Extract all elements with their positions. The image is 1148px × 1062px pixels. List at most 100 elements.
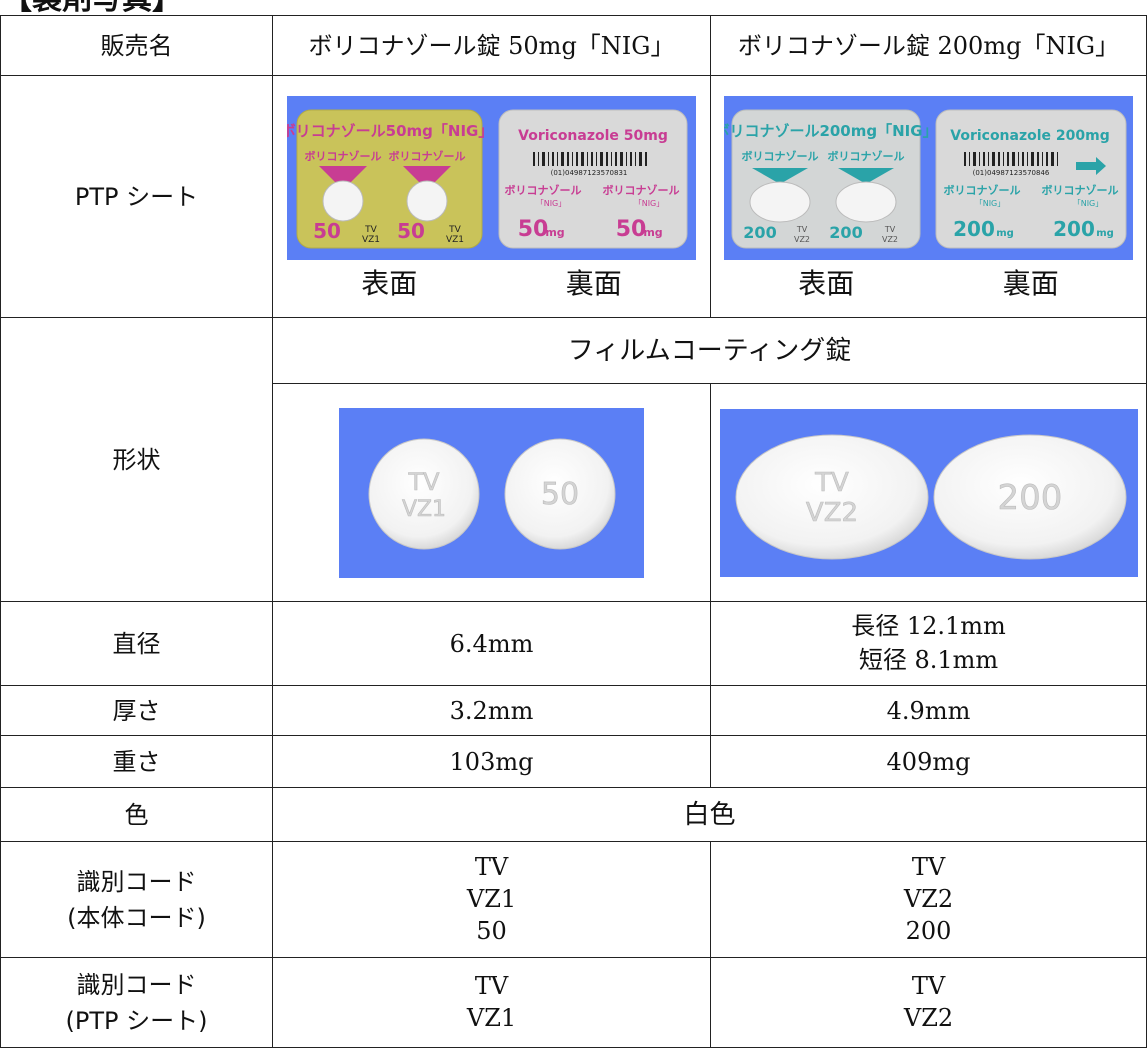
row-weight: 重さ 103mg 409mg: [0, 735, 1147, 788]
barcode-number: (01)04987123570831: [551, 169, 628, 177]
code-line: TV: [911, 971, 946, 1000]
thickness-50: 3.2mm: [272, 685, 711, 736]
ptp-code-vz: VZ1: [446, 235, 464, 245]
label-weight: 重さ: [0, 735, 273, 788]
code-ptp-200: TV VZ2: [710, 957, 1147, 1048]
thickness-200: 4.9mm: [710, 685, 1147, 736]
ptp-front-caption: 表面: [798, 266, 855, 300]
label-ptp-sheet: PTP シート: [0, 75, 273, 318]
ptp-drug-name: ボリコナゾール: [1042, 183, 1119, 197]
label-code-body-line2: (本体コード): [67, 903, 206, 932]
ptp-dose: 50: [518, 217, 549, 242]
ptp-code-vz: VZ2: [882, 235, 898, 244]
code-line: VZ1: [466, 1003, 517, 1032]
ptp-back-name: Voriconazole 200mg: [950, 128, 1110, 144]
barcode-number: (01)04987123570846: [973, 169, 1050, 177]
row-ptp-sheet: PTP シート ボリコナゾール50mg「NIG」 ボリコナゾール ボリコナゾール…: [0, 75, 1147, 318]
barcode-icon: [964, 151, 1058, 166]
tablet-photo-200: TV VZ2 200: [719, 408, 1138, 577]
ptp-drug-name: ボリコナゾール: [305, 149, 382, 163]
tablet-photo-50: TV VZ1 50: [339, 407, 644, 578]
code-line: TV: [474, 971, 509, 1000]
ptp-back-caption: 裏面: [1002, 266, 1059, 300]
ptp-unit: mg: [643, 226, 662, 239]
code-line: 200: [905, 916, 952, 945]
ptp-cell-200: ボリコナゾール200mg「NIG」 ボリコナゾール ボリコナゾール 200 20…: [710, 75, 1147, 318]
color-value: 白色: [272, 787, 1147, 842]
ptp-drug-name: ボリコナゾール: [742, 149, 819, 163]
shape-type: フィルムコーティング錠: [272, 317, 1147, 384]
code-line: TV: [474, 852, 509, 881]
tablet-imprint-back: 50: [541, 477, 579, 512]
tablet-imprint-line2: VZ2: [805, 498, 857, 528]
tablet-photo-cell-50: TV VZ1 50: [272, 383, 711, 602]
label-code-ptp-line1: 識別コード: [76, 970, 197, 999]
weight-50: 103mg: [272, 735, 711, 788]
product-name-50: ボリコナゾール錠 50mg「NIG」: [272, 15, 711, 76]
diameter-50: 6.4mm: [272, 601, 711, 686]
ptp-cell-50: ボリコナゾール50mg「NIG」 ボリコナゾール ボリコナゾール 50 50 T…: [272, 75, 711, 318]
weight-200: 409mg: [710, 735, 1147, 788]
ptp-unit: mg: [545, 226, 564, 239]
ptp-unit: mg: [996, 228, 1014, 239]
tablet-imprint-line2: VZ1: [402, 497, 446, 522]
ptp-nig: 「NIG」: [975, 199, 1006, 208]
ptp-dose: 50: [616, 217, 647, 242]
diameter-short: 短径 8.1mm: [858, 646, 999, 674]
row-diameter: 直径 6.4mm 長径 12.1mm 短径 8.1mm: [0, 601, 1147, 686]
ptp-photo-200: ボリコナゾール200mg「NIG」 ボリコナゾール ボリコナゾール 200 20…: [724, 95, 1133, 260]
ptp-unit: mg: [1096, 228, 1114, 239]
label-code-body-line1: 識別コード: [76, 867, 197, 896]
ptp-code-vz: VZ1: [362, 235, 380, 245]
ptp-code-tv: TV: [796, 225, 808, 234]
page-heading: 【製剤写真】: [2, 0, 182, 13]
product-name-200: ボリコナゾール錠 200mg「NIG」: [710, 15, 1147, 76]
ptp-dose: 200: [953, 217, 995, 241]
label-thickness: 厚さ: [0, 685, 273, 736]
code-body-50: TV VZ1 50: [272, 841, 711, 958]
ptp-back-name: Voriconazole 50mg: [518, 128, 668, 144]
label-code-ptp: 識別コード (PTP シート): [0, 957, 273, 1048]
tablet-imprint-line1: TV: [814, 468, 849, 498]
ptp-dose: 50: [397, 219, 425, 243]
ptp-photo-50: ボリコナゾール50mg「NIG」 ボリコナゾール ボリコナゾール 50 50 T…: [287, 95, 696, 260]
ptp-code-tv: TV: [364, 225, 377, 235]
tablet-imprint-line1: TV: [407, 468, 440, 496]
ptp-dose: 200: [743, 223, 776, 242]
product-spec-table: 販売名 ボリコナゾール錠 50mg「NIG」 ボリコナゾール錠 200mg「NI…: [0, 15, 1147, 1048]
ptp-dose: 200: [829, 223, 862, 242]
ptp-dose: 200: [1053, 217, 1095, 241]
label-product-name: 販売名: [0, 15, 273, 76]
label-shape: 形状: [0, 317, 273, 602]
label-code-body: 識別コード (本体コード): [0, 841, 273, 958]
ptp-back-caption: 裏面: [565, 266, 622, 300]
ptp-code-tv: TV: [884, 225, 896, 234]
code-ptp-50: TV VZ1: [272, 957, 711, 1048]
label-color: 色: [0, 787, 273, 842]
code-body-200: TV VZ2 200: [710, 841, 1147, 958]
ptp-drug-name: ボリコナゾール: [944, 183, 1021, 197]
ptp-drug-name: ボリコナゾール: [389, 149, 466, 163]
code-line: VZ2: [903, 884, 954, 913]
tablet-imprint-back: 200: [997, 478, 1062, 518]
ptp-nig: 「NIG」: [634, 199, 665, 208]
ptp-drug-name: ボリコナゾール: [505, 183, 582, 197]
barcode-icon: [533, 151, 647, 166]
ptp-front-caption: 表面: [361, 266, 418, 300]
row-shape-type: 形状 フィルムコーティング錠: [0, 317, 1147, 602]
label-code-ptp-line2: (PTP シート): [65, 1006, 208, 1035]
label-diameter: 直径: [0, 601, 273, 686]
diameter-long: 長径 12.1mm: [851, 612, 1006, 640]
ptp-front-name: ボリコナゾール200mg「NIG」: [724, 122, 938, 140]
row-code-body: 識別コード (本体コード) TV VZ1 50 TV VZ2 200: [0, 841, 1147, 958]
recycle-arrow-icon: [1076, 156, 1106, 175]
code-line: VZ2: [903, 1003, 954, 1032]
ptp-drug-name: ボリコナゾール: [828, 149, 905, 163]
ptp-dose: 50: [313, 219, 341, 243]
row-code-ptp: 識別コード (PTP シート) TV VZ1 TV VZ2: [0, 957, 1147, 1048]
ptp-nig: 「NIG」: [536, 199, 567, 208]
diameter-200: 長径 12.1mm 短径 8.1mm: [710, 601, 1147, 686]
row-thickness: 厚さ 3.2mm 4.9mm: [0, 685, 1147, 736]
ptp-front-name: ボリコナゾール50mg「NIG」: [287, 122, 493, 140]
code-line: VZ1: [466, 884, 517, 913]
